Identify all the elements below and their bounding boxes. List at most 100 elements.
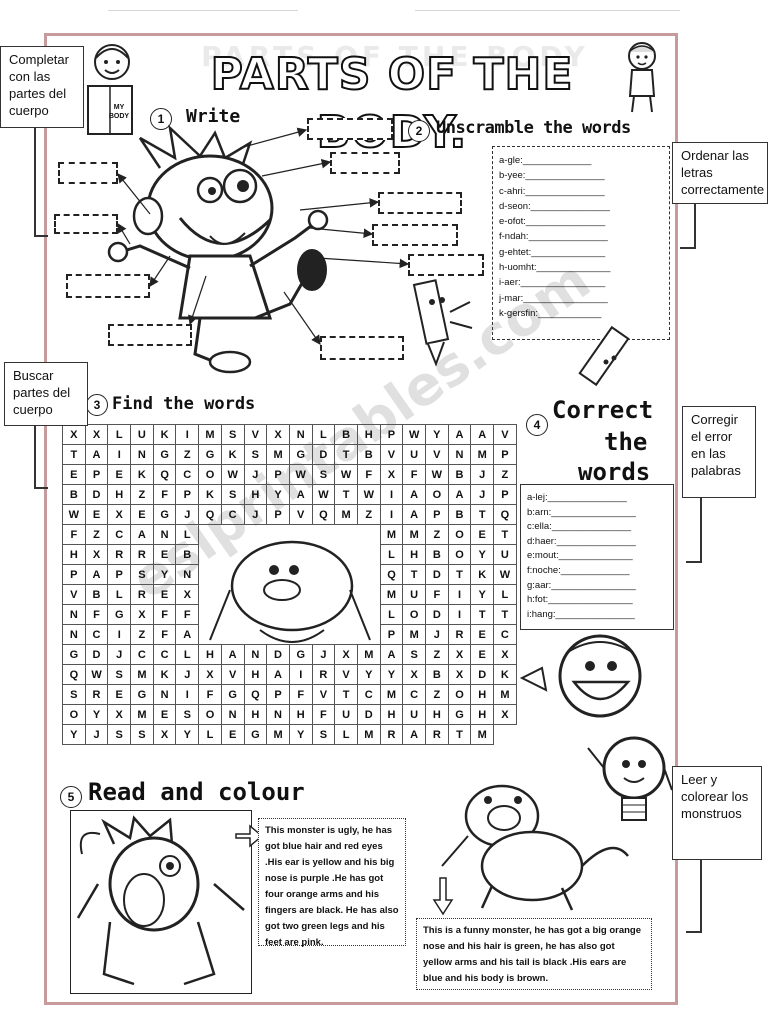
word-search-cell[interactable]: M [379, 524, 404, 545]
word-search-cell[interactable]: V [334, 664, 358, 685]
word-search-cell[interactable]: M [266, 444, 290, 465]
word-search-cell[interactable]: B [175, 544, 200, 565]
word-search-cell[interactable]: I [379, 484, 404, 505]
word-search-cell[interactable]: L [198, 724, 222, 745]
label-box-5[interactable] [54, 214, 118, 234]
word-search-cell[interactable]: S [107, 664, 132, 685]
word-search-cell[interactable]: V [379, 444, 404, 465]
correct-item[interactable]: d:haer:_______________ [527, 535, 636, 547]
word-search-cell[interactable]: H [243, 484, 268, 505]
word-search-cell[interactable]: O [198, 464, 222, 485]
word-search-cell[interactable]: Y [62, 724, 86, 745]
word-search-cell[interactable]: S [220, 484, 245, 505]
word-search-cell[interactable]: C [220, 504, 245, 525]
word-search-cell[interactable]: T [334, 484, 358, 505]
word-search-cell[interactable]: A [447, 484, 472, 505]
word-search-cell[interactable]: F [152, 604, 177, 625]
word-search-cell[interactable]: B [356, 444, 381, 465]
word-search-cell[interactable]: P [425, 504, 449, 525]
word-search-cell[interactable]: Y [356, 664, 381, 685]
word-search-cell[interactable]: H [62, 544, 86, 565]
word-search-cell[interactable]: B [447, 504, 472, 525]
correct-item[interactable]: b:arn:________________ [527, 506, 636, 518]
word-search-cell[interactable]: V [220, 664, 245, 685]
word-search-cell[interactable]: W [288, 464, 313, 485]
word-search-cell[interactable]: G [198, 444, 222, 465]
word-search-cell[interactable]: X [175, 584, 200, 605]
word-search-cell[interactable]: D [84, 644, 109, 665]
word-search-cell[interactable]: G [152, 444, 177, 465]
word-search-cell[interactable]: G [447, 704, 472, 725]
word-search-cell[interactable]: A [447, 424, 472, 445]
word-search-cell[interactable]: H [470, 704, 495, 725]
word-search-cell[interactable]: B [334, 424, 358, 445]
word-search-cell[interactable]: P [266, 504, 290, 525]
word-search-cell[interactable]: R [425, 724, 449, 745]
word-search-cell[interactable]: E [62, 464, 86, 485]
word-search-cell[interactable]: F [311, 704, 336, 725]
word-search-cell[interactable]: R [130, 584, 154, 605]
word-search-cell[interactable]: J [470, 464, 495, 485]
word-search-cell[interactable]: I [175, 684, 200, 705]
unscramble-item[interactable]: e-ofot:_______________ [499, 216, 606, 228]
unscramble-item[interactable]: j-mar:________________ [499, 292, 608, 304]
word-search-cell[interactable]: Z [493, 464, 517, 485]
word-search-cell[interactable]: Y [470, 544, 495, 565]
word-search-cell[interactable]: M [334, 504, 358, 525]
word-search-cell[interactable]: G [220, 684, 245, 705]
word-search-cell[interactable]: J [84, 724, 109, 745]
word-search-cell[interactable]: C [130, 644, 154, 665]
word-search-cell[interactable]: M [402, 624, 426, 645]
word-search-cell[interactable]: Y [288, 724, 313, 745]
word-search-cell[interactable]: F [288, 684, 313, 705]
word-search-cell[interactable]: T [62, 444, 86, 465]
word-search-cell[interactable]: X [84, 544, 109, 565]
word-search-cell[interactable]: E [470, 624, 495, 645]
word-search-cell[interactable]: Z [425, 524, 449, 545]
word-search-cell[interactable]: J [425, 624, 449, 645]
word-search-cell[interactable]: C [356, 684, 381, 705]
word-search-cell[interactable]: I [447, 604, 472, 625]
word-search-cell[interactable]: P [379, 424, 404, 445]
word-search-cell[interactable]: A [84, 444, 109, 465]
word-search-cell[interactable]: T [402, 564, 426, 585]
word-search-cell[interactable]: C [84, 624, 109, 645]
word-search-cell[interactable]: O [402, 604, 426, 625]
word-search-cell[interactable]: H [379, 704, 404, 725]
word-search-cell[interactable]: M [470, 444, 495, 465]
word-search-cell[interactable]: Y [379, 664, 404, 685]
word-search-cell[interactable]: C [152, 644, 177, 665]
word-search-cell[interactable]: X [402, 664, 426, 685]
word-search-cell[interactable]: D [425, 604, 449, 625]
word-search-cell[interactable]: X [447, 644, 472, 665]
word-search-cell[interactable]: H [402, 544, 426, 565]
word-search-cell[interactable]: S [175, 704, 200, 725]
word-search-cell[interactable]: K [130, 464, 154, 485]
label-box-1[interactable] [307, 118, 393, 140]
word-search-cell[interactable]: T [447, 564, 472, 585]
word-search-cell[interactable]: N [130, 444, 154, 465]
label-box-9[interactable] [108, 324, 192, 346]
word-search-cell[interactable]: K [220, 444, 245, 465]
word-search-cell[interactable]: J [243, 504, 268, 525]
word-search-cell[interactable]: E [470, 524, 495, 545]
word-search-cell[interactable]: M [379, 584, 404, 605]
word-search-cell[interactable]: T [334, 684, 358, 705]
word-search-cell[interactable]: Q [243, 684, 268, 705]
word-search-cell[interactable]: T [334, 444, 358, 465]
unscramble-item[interactable]: d-seon:_______________ [499, 200, 610, 212]
word-search-cell[interactable]: Y [266, 484, 290, 505]
word-search-cell[interactable]: X [84, 424, 109, 445]
word-search-cell[interactable]: V [425, 444, 449, 465]
word-search-cell[interactable]: B [425, 544, 449, 565]
word-search-cell[interactable]: W [220, 464, 245, 485]
word-search-cell[interactable]: S [311, 724, 336, 745]
word-search-cell[interactable]: G [152, 504, 177, 525]
word-search-cell[interactable]: U [334, 704, 358, 725]
correct-item[interactable]: h:fot:________________ [527, 594, 633, 606]
word-search-cell[interactable]: S [107, 724, 132, 745]
word-search-cell[interactable]: S [243, 444, 268, 465]
word-search-cell[interactable]: U [402, 444, 426, 465]
word-search-cell[interactable]: K [152, 424, 177, 445]
word-search-cell[interactable]: P [175, 484, 200, 505]
